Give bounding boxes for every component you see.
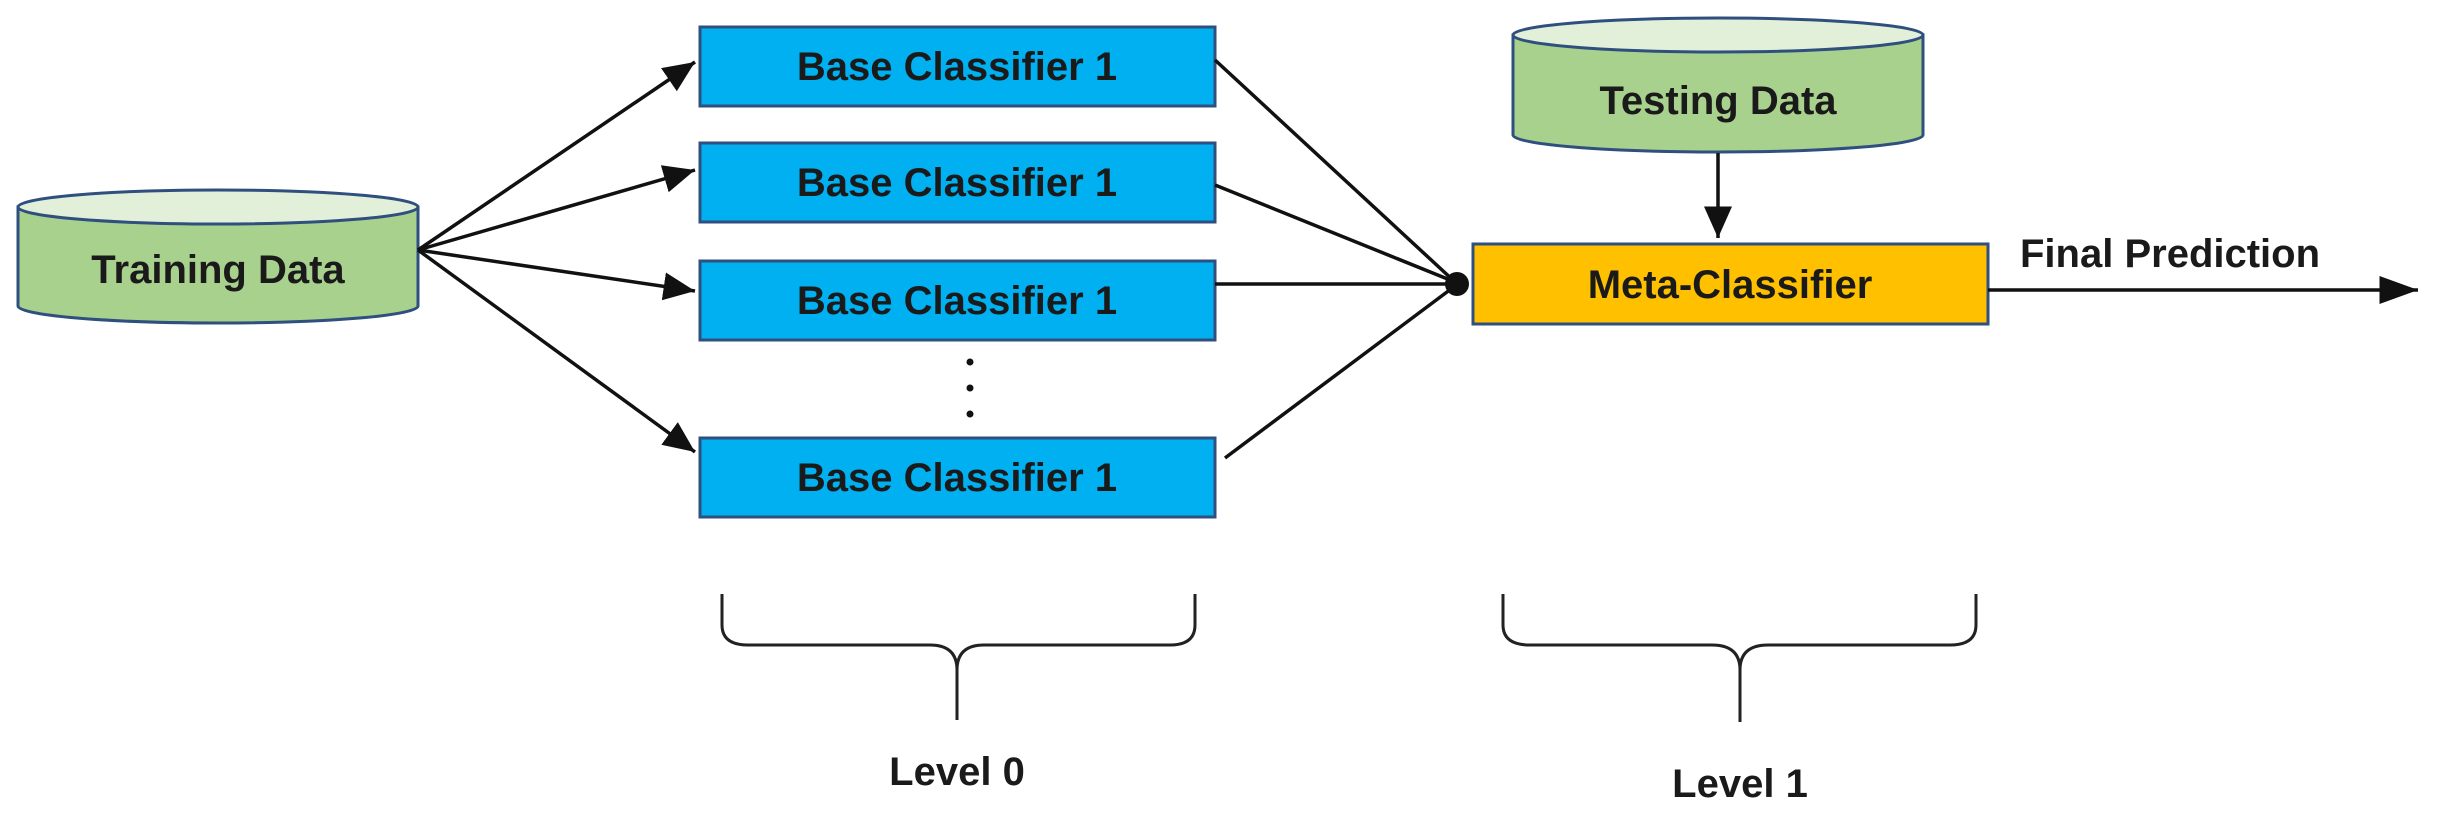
edge-training-to-base-4 [416, 248, 697, 454]
testing-data-cylinder: Testing Data [1511, 16, 1925, 154]
level-1-label: Level 1 [1672, 762, 1808, 806]
testing-data-label: Testing Data [1599, 79, 1837, 123]
meta-classifier-label: Meta-Classifier [1588, 263, 1873, 307]
base-classifier-4: Base Classifier 1 [698, 436, 1217, 519]
base-classifier-3: Base Classifier 1 [698, 259, 1217, 342]
base-classifier-2-label: Base Classifier 1 [797, 161, 1117, 205]
vertical-ellipsis [966, 358, 974, 418]
level-1-brace [1501, 594, 1978, 722]
edge-training-to-base-1 [417, 60, 696, 252]
junction-dot [1445, 272, 1469, 296]
base-classifier-4-label: Base Classifier 1 [797, 456, 1117, 500]
level-0-brace [720, 594, 1197, 720]
base-classifier-1: Base Classifier 1 [698, 25, 1217, 108]
base-classifier-3-label: Base Classifier 1 [797, 279, 1117, 323]
edge-training-to-base-3 [417, 248, 696, 301]
base-classifier-1-label: Base Classifier 1 [797, 45, 1117, 89]
meta-classifier: Meta-Classifier [1471, 242, 1990, 326]
final-prediction-label: Final Prediction [2020, 232, 2320, 276]
edge-training-to-base-2 [417, 165, 696, 252]
base-classifier-2: Base Classifier 1 [698, 141, 1217, 224]
edge-base-4-to-meta [1223, 284, 1457, 460]
training-data-cylinder: Training Data [16, 188, 420, 325]
training-data-label: Training Data [91, 248, 345, 292]
edge-base-2-to-meta [1214, 183, 1456, 284]
level-0-label: Level 0 [889, 750, 1025, 794]
edge-base-1-to-meta [1213, 58, 1457, 284]
